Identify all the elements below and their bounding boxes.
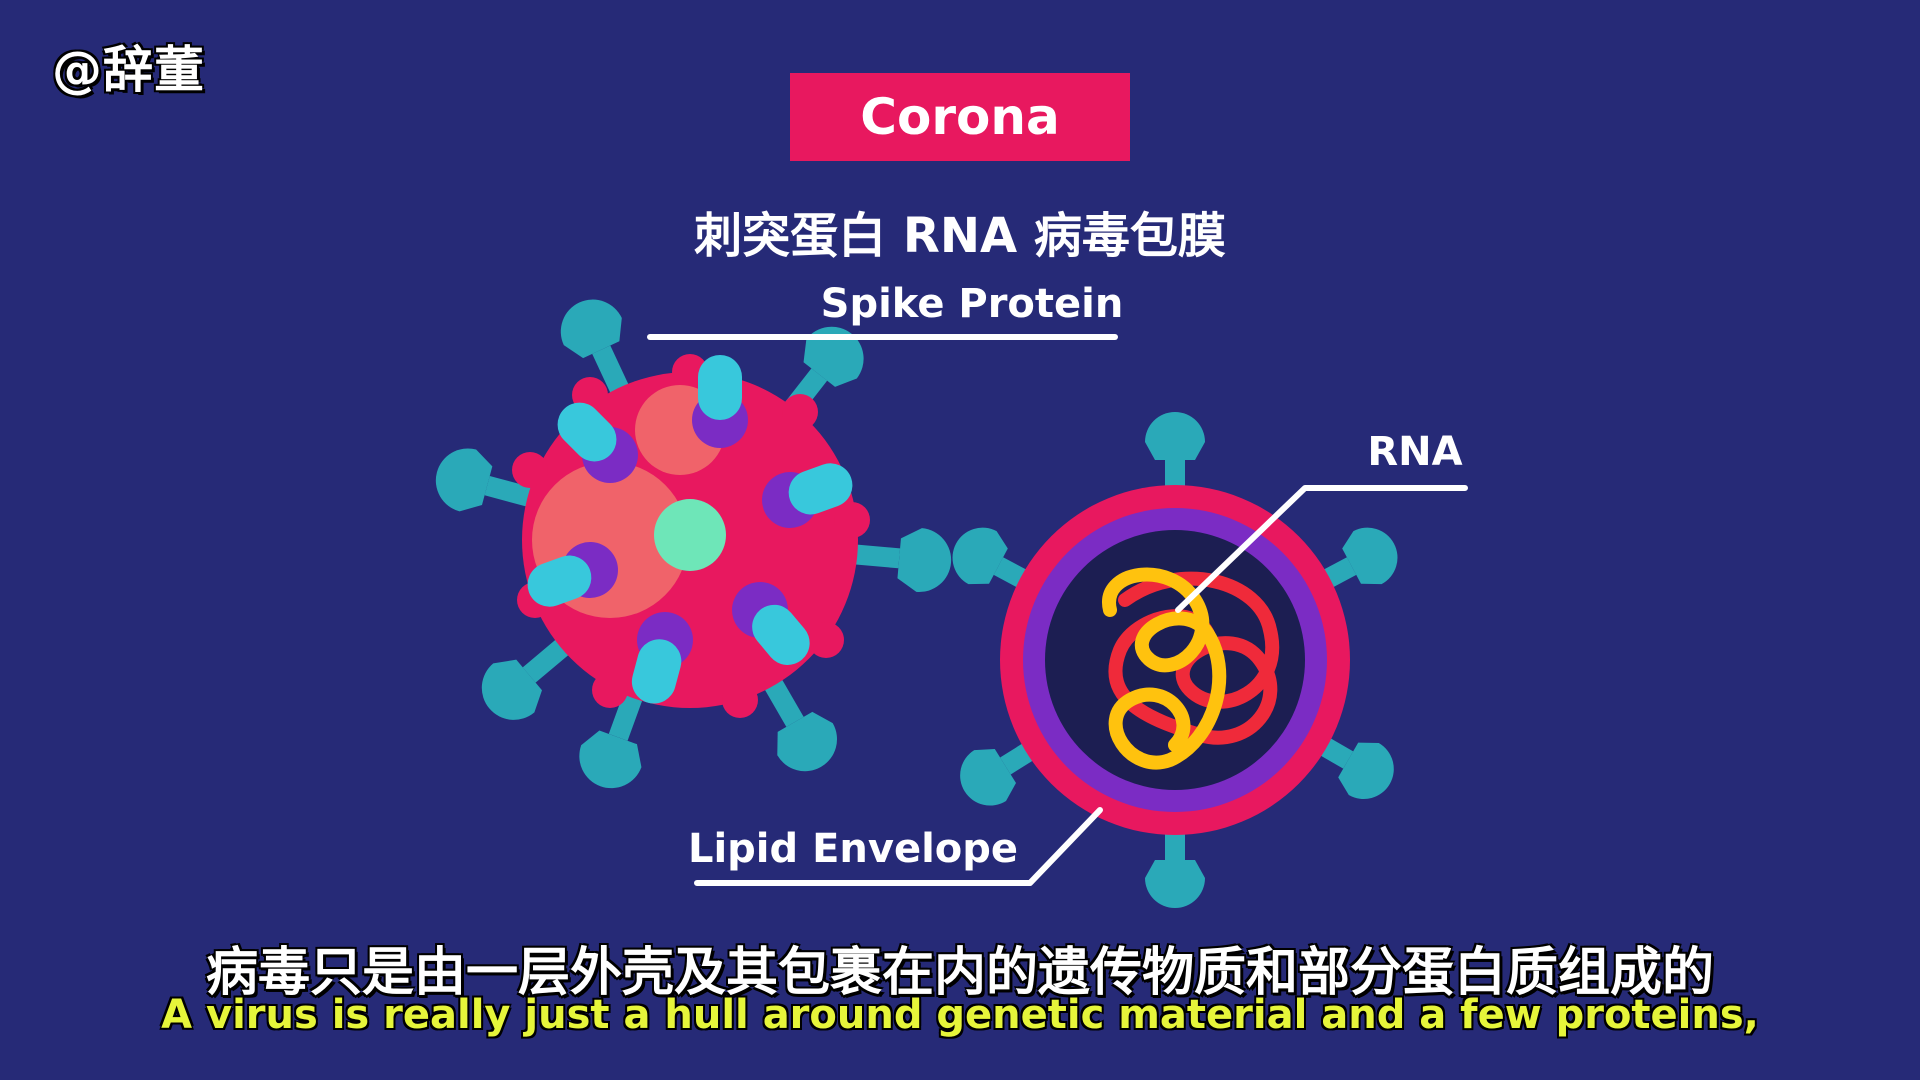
chinese-labels: 刺突蛋白 RNA 病毒包膜	[694, 208, 1226, 264]
title-text: Corona	[860, 88, 1060, 146]
spike-protein-label: Spike Protein	[821, 281, 1124, 327]
lipid-envelope-pointer	[694, 807, 1103, 886]
front-spikes	[527, 355, 853, 704]
rna-label: RNA	[1367, 429, 1462, 475]
virus-exterior	[435, 299, 952, 789]
title-banner: Corona	[790, 73, 1130, 161]
subtitle-english: A virus is really just a hull around gen…	[161, 992, 1759, 1038]
virus-core	[654, 499, 726, 571]
watermark: @辞董	[52, 41, 205, 99]
cross-section-spikes	[952, 412, 1398, 908]
virus-cross-section	[952, 412, 1398, 908]
rna-pointer	[1175, 485, 1468, 613]
subtitle-chinese: 病毒只是由一层外壳及其包裹在内的遗传物质和部分蛋白质组成的	[205, 943, 1714, 1003]
rna-strand	[1102, 567, 1280, 770]
lipid-envelope-label: Lipid Envelope	[688, 826, 1018, 872]
